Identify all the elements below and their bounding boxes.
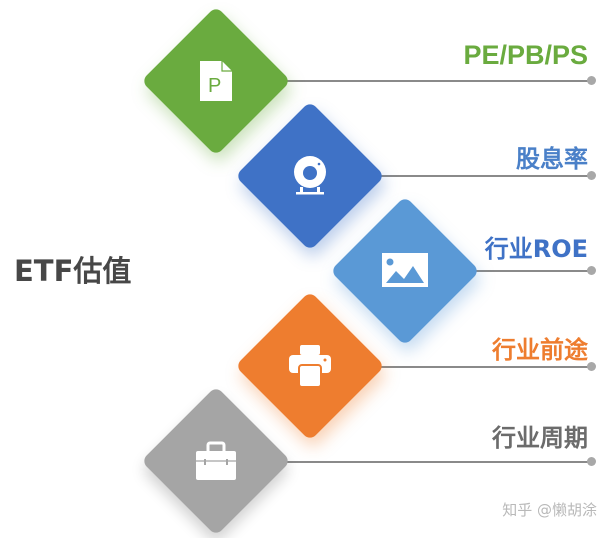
connector-dot-2 [587, 171, 596, 180]
connector-line-3 [475, 270, 590, 272]
connector-line-5 [285, 461, 590, 463]
briefcase-icon [193, 438, 239, 484]
label-industry-cycle: 行业周期 [492, 424, 588, 452]
image-icon [382, 248, 428, 294]
diagram-title: ETF估值 [14, 254, 132, 288]
connector-dot-3 [587, 266, 596, 275]
connector-line-1 [285, 80, 590, 82]
connector-line-4 [380, 366, 590, 368]
label-dividend-yield: 股息率 [516, 145, 588, 173]
connector-dot-1 [587, 76, 596, 85]
printer-icon [287, 343, 333, 389]
connector-dot-5 [587, 457, 596, 466]
watermark: 知乎 @懒胡涂 [502, 501, 597, 519]
label-industry-prospect: 行业前途 [492, 336, 588, 364]
label-industry-roe: 行业ROE [484, 235, 588, 263]
webcam-icon [287, 152, 333, 198]
svg-text:P: P [208, 75, 221, 97]
label-pe-pb-ps: PE/PB/PS [463, 40, 588, 70]
connector-dot-4 [587, 362, 596, 371]
connector-line-2 [380, 175, 590, 177]
document-p-icon: P [193, 58, 239, 104]
